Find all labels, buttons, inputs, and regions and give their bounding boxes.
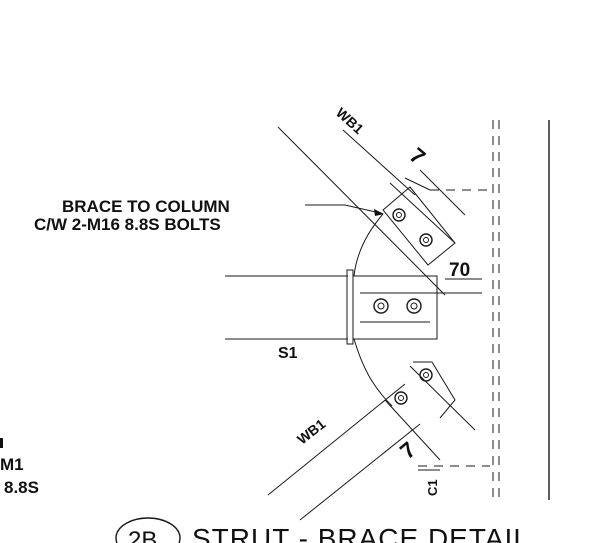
bolt-strut-1-inner bbox=[377, 302, 385, 310]
lower-gusset-edge bbox=[353, 338, 393, 407]
detail-title: STRUT - BRACE DETAIL bbox=[192, 523, 530, 543]
lower-dim-7-label: 7 bbox=[395, 437, 420, 464]
dim-70-label: 70 bbox=[449, 260, 470, 281]
callout-leader bbox=[305, 204, 381, 214]
detail-number-bubble bbox=[115, 517, 181, 543]
detail-number: 2B bbox=[128, 527, 157, 543]
left-partial-mark bbox=[0, 438, 3, 448]
bolt-strut-1 bbox=[373, 298, 389, 314]
callout-text-line2: C/W 2-M16 8.8S BOLTS bbox=[34, 215, 221, 234]
bolt-upper-1 bbox=[392, 208, 406, 222]
lower-brace-line-4 bbox=[384, 399, 441, 461]
bolt-strut-2-inner bbox=[410, 302, 418, 310]
left-partial-text-1: M1 bbox=[0, 455, 24, 474]
detail-title-block: 2B STRUT - BRACE DETAIL bbox=[115, 517, 530, 543]
bolt-lower-2-inner bbox=[423, 372, 429, 378]
bolt-upper-1-inner bbox=[396, 212, 402, 218]
bolts bbox=[373, 208, 433, 405]
upper-brace-dim-ext-1 bbox=[419, 169, 466, 216]
upper-gusset-edge bbox=[353, 213, 384, 277]
callout-arrowhead bbox=[374, 209, 384, 216]
strut-s1 bbox=[225, 269, 482, 345]
bolt-upper-2 bbox=[419, 233, 433, 247]
strut-end-plate bbox=[346, 269, 354, 345]
upper-brace-line-1 bbox=[277, 126, 446, 296]
upper-brace-label: WB1 bbox=[333, 104, 367, 137]
upper-brace-dim-ext-2 bbox=[404, 177, 431, 191]
left-partial-text-2: 8.8S bbox=[4, 478, 39, 497]
bolt-lower-1-inner bbox=[398, 395, 404, 401]
strut-gusset-plate bbox=[352, 275, 438, 340]
column bbox=[492, 120, 550, 500]
gusset-outline bbox=[353, 213, 456, 419]
lower-gusset-right bbox=[413, 361, 456, 419]
lower-brace-line-1 bbox=[267, 383, 406, 496]
strut-label: S1 bbox=[278, 345, 298, 362]
column-label: C1 bbox=[425, 479, 440, 496]
brace-upper bbox=[277, 126, 492, 296]
lower-brace-line-2 bbox=[299, 423, 421, 521]
bolt-upper-2-inner bbox=[423, 237, 429, 243]
upper-dim-7-label: 7 bbox=[405, 143, 430, 170]
callout-text-line1: BRACE TO COLUMN bbox=[62, 197, 230, 216]
upper-brace-end-plate bbox=[382, 186, 456, 266]
bolt-lower-1 bbox=[394, 391, 408, 405]
bolt-lower-2 bbox=[419, 368, 433, 382]
upper-brace-line-2 bbox=[342, 129, 416, 196]
bolt-callout: BRACE TO COLUMN C/W 2-M16 8.8S BOLTS bbox=[34, 197, 384, 234]
lower-brace-label: WB1 bbox=[294, 415, 329, 447]
bolt-strut-2 bbox=[406, 298, 422, 314]
upper-brace-line-3 bbox=[389, 182, 456, 244]
